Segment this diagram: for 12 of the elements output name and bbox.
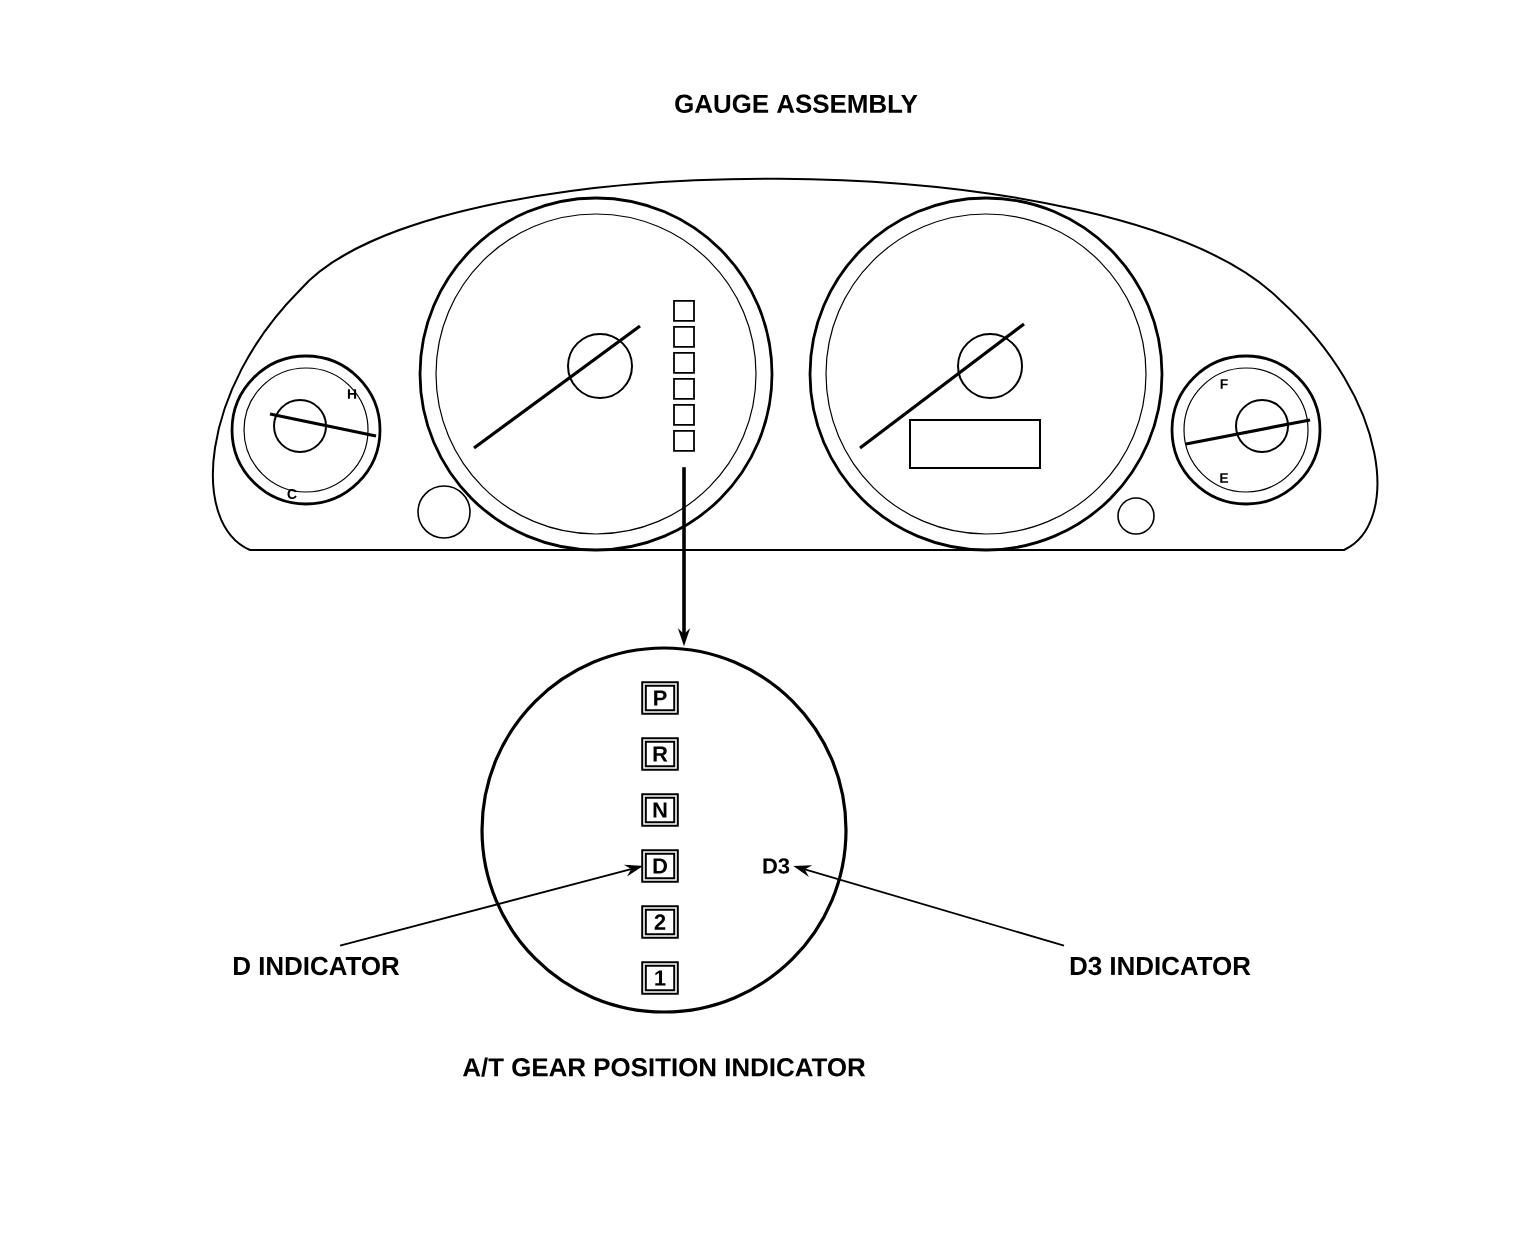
- node-label: A/T GEAR POSITION INDICATOR: [462, 1057, 866, 1077]
- gear-letter: 2: [641, 905, 679, 939]
- gear-letter: 1: [641, 961, 679, 995]
- gear-letter: R: [641, 737, 679, 771]
- callout-label: D3 INDICATOR: [1070, 956, 1251, 976]
- callout-label: D INDICATOR: [234, 956, 400, 976]
- indicator-lamps: [673, 299, 695, 452]
- gear-letter: N: [641, 793, 679, 827]
- node-label: GAUGE ASSEMBLY: [675, 94, 918, 113]
- indicator-text: D3: [763, 858, 790, 874]
- gear-letter: P: [641, 681, 679, 715]
- gear-letter: D: [641, 849, 679, 883]
